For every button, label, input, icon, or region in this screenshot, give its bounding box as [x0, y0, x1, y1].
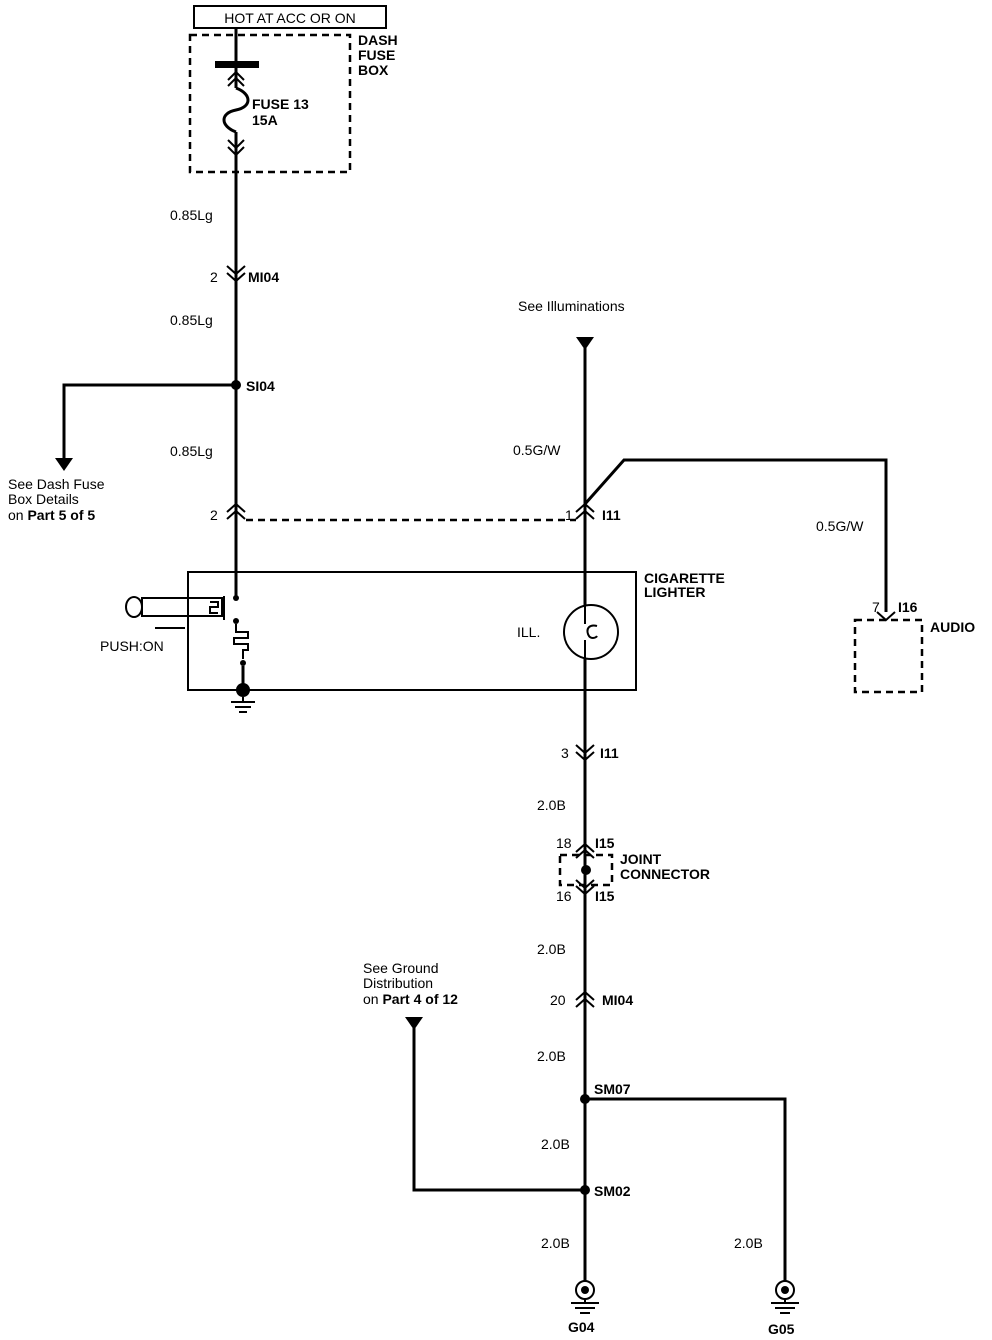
- lighter-ground-icon: [231, 697, 255, 713]
- connector-mi04-name-top: MI04: [248, 269, 279, 285]
- wire-label-20b-4: 2.0B: [541, 1136, 570, 1152]
- ground-note-line-3: on Part 4 of 12: [363, 991, 458, 1007]
- fuse-rating: 15A: [252, 112, 278, 128]
- dash-fuse-branch-arrow: [55, 458, 73, 471]
- connector-i11-pin3-number: 3: [561, 745, 569, 761]
- connector-i15-name-out: I15: [595, 888, 615, 904]
- ground-note-line-1: See Ground: [363, 960, 439, 976]
- dash-fuse-note-ref: Part 5 of 5: [27, 507, 95, 523]
- dash-fuse-box-label-3: BOX: [358, 62, 389, 78]
- wire-label-05gw-1: 0.5G/W: [513, 442, 561, 458]
- power-source-label: HOT AT ACC OR ON: [224, 10, 355, 26]
- lighter-switch-contact-upper: [233, 595, 239, 601]
- wire-label-20b-6: 2.0B: [734, 1235, 763, 1251]
- dash-fuse-box-label-2: FUSE: [358, 47, 395, 63]
- splice-si04-label: SI04: [246, 378, 275, 394]
- lighter-element-contact: [240, 660, 246, 666]
- dash-fuse-note-line-1: See Dash Fuse: [8, 476, 105, 492]
- joint-connector-label-1: JOINT: [620, 851, 662, 867]
- cigarette-lighter-label-1: CIGARETTE: [644, 570, 725, 586]
- cigarette-lighter-label-2: LIGHTER: [644, 584, 705, 600]
- connector-i16-pin-number: 7: [872, 599, 880, 615]
- splice-sm07-label: SM07: [594, 1081, 631, 1097]
- push-on-label: PUSH:ON: [100, 638, 164, 654]
- connector-i16-name: I16: [898, 599, 918, 615]
- wire-label-20b-1: 2.0B: [537, 797, 566, 813]
- cigarette-lighter-outline: [187, 571, 637, 691]
- wire-label-20b-5: 2.0B: [541, 1235, 570, 1251]
- wire-ground-distribution-branch: [412, 1028, 585, 1192]
- connector-mi04-pin2-number: 2: [210, 269, 218, 285]
- dash-fuse-box-label-1: DASH: [358, 32, 398, 48]
- connector-i11-name-bottom: I11: [600, 745, 619, 761]
- lighter-switch-contact-lower: [233, 618, 239, 624]
- illumination-bulb-label: ILL.: [517, 624, 540, 640]
- ground-note-line-2: Distribution: [363, 975, 433, 991]
- illuminations-arrow: [576, 337, 594, 350]
- wire-label-05gw-2: 0.5G/W: [816, 518, 864, 534]
- ground-g05-label: G05: [768, 1321, 795, 1337]
- ground-g05-terminal-center: [781, 1286, 789, 1294]
- ground-g05-icon: [771, 1299, 799, 1314]
- connector-i11-pin2-number: 2: [210, 507, 218, 523]
- connector-mi04-name-bottom: MI04: [602, 992, 633, 1008]
- power-source-box: [193, 5, 387, 29]
- splice-sm02-dot: [580, 1185, 590, 1195]
- fuse-name: FUSE 13: [252, 96, 309, 112]
- fuse-bus-bar: [215, 61, 259, 68]
- wire-label-085lg-1: 0.85Lg: [170, 207, 213, 223]
- connector-i11-pin3-symbol: [575, 744, 595, 762]
- joint-connector-outline: [558, 853, 614, 887]
- wire-label-085lg-2: 0.85Lg: [170, 312, 213, 328]
- dash-fuse-note-line-2: Box Details: [8, 491, 79, 507]
- ground-note-prefix: on: [363, 991, 379, 1007]
- lighter-plug-body: [141, 597, 223, 617]
- connector-i15-name-in: I15: [595, 835, 615, 851]
- wire-label-20b-3: 2.0B: [537, 1048, 566, 1064]
- ground-distribution-arrow: [405, 1017, 423, 1030]
- wire-label-20b-2: 2.0B: [537, 941, 566, 957]
- wire-audio-branch: [583, 458, 888, 612]
- wire-dash-fuse-branch: [62, 383, 236, 460]
- wire-label-085lg-3: 0.85Lg: [170, 443, 213, 459]
- ground-g04-icon: [571, 1299, 599, 1314]
- connector-i15-pin16-number: 16: [556, 888, 572, 904]
- dash-fuse-note-prefix: on: [8, 507, 24, 523]
- connector-i11-pin2-symbol: [226, 502, 246, 520]
- connector-i11-name-top: I11: [602, 507, 621, 523]
- connector-i11-pin1-number: 1: [565, 507, 573, 523]
- connector-i15-pin18-number: 18: [556, 835, 572, 851]
- connector-i15-pin16-symbol: [575, 879, 595, 896]
- connector-mi04-pin20-symbol: [575, 990, 595, 1008]
- connector-mi04-pin20-number: 20: [550, 992, 566, 1008]
- audio-unit-label: AUDIO: [930, 619, 975, 635]
- connector-mi04-pin2-symbol: [226, 265, 246, 283]
- lighter-knob-symbol: [125, 596, 143, 618]
- splice-sm02-label: SM02: [594, 1183, 631, 1199]
- lighter-ground-dot: [236, 683, 250, 697]
- illuminations-note: See Illuminations: [518, 298, 625, 314]
- lighter-heating-element-symbol: [233, 624, 249, 659]
- wire-g05-branch: [585, 1097, 787, 1281]
- ground-g04-label: G04: [568, 1319, 595, 1335]
- joint-connector-dot: [581, 865, 591, 875]
- joint-connector-label-2: CONNECTOR: [620, 866, 710, 882]
- ground-g04-terminal-center: [581, 1286, 589, 1294]
- lighter-plug-contact: [209, 596, 225, 620]
- audio-unit-outline: [853, 618, 924, 694]
- ground-note-ref: Part 4 of 12: [382, 991, 458, 1007]
- illumination-bulb-filament: [584, 606, 598, 658]
- dash-fuse-note-line-3: on Part 5 of 5: [8, 507, 95, 523]
- fuse-element-symbol: [222, 86, 250, 134]
- dash-fuse-box-outline: [188, 33, 352, 174]
- illumination-bulb-icon: [563, 604, 619, 660]
